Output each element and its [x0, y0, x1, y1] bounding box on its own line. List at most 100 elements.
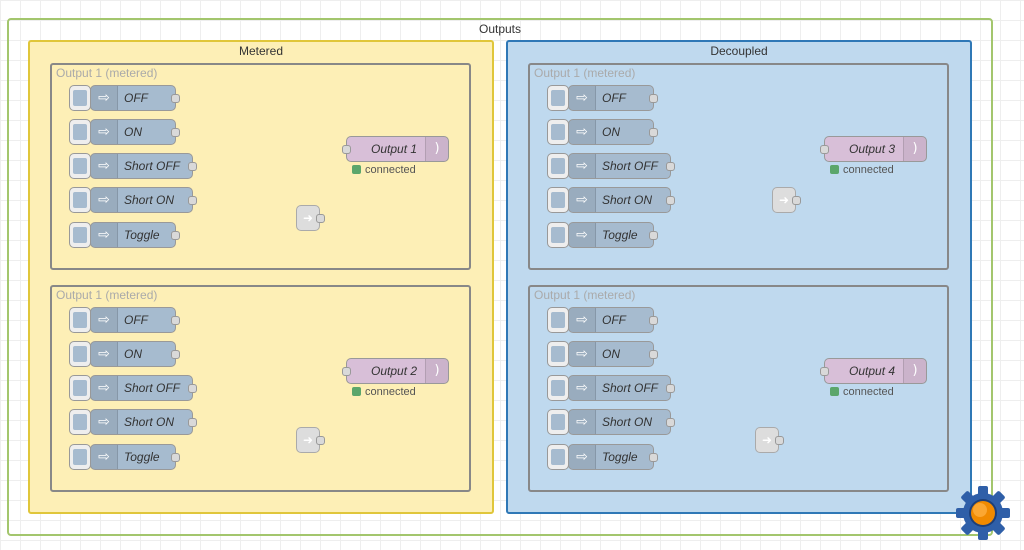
output-port[interactable]	[666, 196, 675, 205]
input-port[interactable]	[820, 367, 829, 376]
status-dot-icon	[830, 387, 839, 396]
output-port[interactable]	[649, 94, 658, 103]
inject-trigger-button[interactable]	[547, 375, 569, 401]
input-port[interactable]	[820, 145, 829, 154]
output-port[interactable]	[171, 350, 180, 359]
output-port[interactable]	[171, 231, 180, 240]
output-port[interactable]	[171, 94, 180, 103]
inject-node-label: Short OFF	[124, 381, 181, 395]
subgroup-label: Output 1 (metered)	[56, 288, 158, 302]
inject-node[interactable]: ⇨Short OFF	[568, 375, 675, 401]
output-port[interactable]	[171, 316, 180, 325]
inject-node-label: OFF	[602, 91, 626, 105]
inject-node-label: Short OFF	[124, 159, 181, 173]
output-port[interactable]	[171, 453, 180, 462]
inject-trigger-button[interactable]	[547, 409, 569, 435]
output-port[interactable]	[171, 128, 180, 137]
inject-node[interactable]: ⇨ON	[90, 341, 180, 367]
status-indicator: connected	[830, 386, 894, 398]
inject-node-label: OFF	[124, 313, 148, 327]
link-in-icon: ➜	[761, 433, 773, 447]
link-in-node[interactable]: ➜	[296, 427, 325, 453]
arrow-right-icon: ⇨	[569, 120, 596, 144]
output-port[interactable]	[649, 316, 658, 325]
inject-trigger-button[interactable]	[547, 85, 569, 111]
inject-node[interactable]: ⇨ON	[568, 119, 658, 145]
outer-group-outputs[interactable]: Outputs	[7, 18, 993, 536]
inject-trigger-button[interactable]	[69, 341, 91, 367]
inject-trigger-button[interactable]	[69, 307, 91, 333]
inject-trigger-button[interactable]	[69, 444, 91, 470]
inject-node[interactable]: ⇨Toggle	[568, 222, 658, 248]
inject-node[interactable]: ⇨Toggle	[90, 444, 180, 470]
output-port[interactable]	[649, 453, 658, 462]
inject-trigger-button[interactable]	[547, 444, 569, 470]
gear-logo-icon[interactable]	[956, 486, 1010, 540]
output-node[interactable]: Output 2)	[342, 358, 449, 384]
inject-node-label: Toggle	[124, 228, 160, 242]
subgroup-output[interactable]: Output 1 (metered)	[528, 63, 949, 270]
output-node[interactable]: Output 1)	[342, 136, 449, 162]
output-port[interactable]	[666, 418, 675, 427]
output-port[interactable]	[188, 162, 197, 171]
arrow-right-icon: ⇨	[91, 188, 118, 212]
link-in-node[interactable]: ➜	[296, 205, 325, 231]
input-port[interactable]	[342, 367, 351, 376]
output-node[interactable]: Output 3)	[820, 136, 927, 162]
inject-node[interactable]: ⇨ON	[90, 119, 180, 145]
input-port[interactable]	[342, 145, 351, 154]
output-port[interactable]	[188, 384, 197, 393]
inject-node[interactable]: ⇨Short OFF	[90, 375, 197, 401]
inject-trigger-button[interactable]	[547, 187, 569, 213]
output-port[interactable]	[792, 196, 801, 205]
inject-trigger-button[interactable]	[69, 187, 91, 213]
inject-node[interactable]: ⇨Short ON	[90, 409, 197, 435]
inject-trigger-button[interactable]	[69, 409, 91, 435]
output-port[interactable]	[649, 231, 658, 240]
output-node[interactable]: Output 4)	[820, 358, 927, 384]
subgroup-output[interactable]: Output 1 (metered)	[528, 285, 949, 492]
inject-trigger-button[interactable]	[69, 222, 91, 248]
output-port[interactable]	[775, 436, 784, 445]
inject-trigger-button[interactable]	[547, 119, 569, 145]
inject-trigger-button[interactable]	[69, 85, 91, 111]
arrow-right-icon: ⇨	[569, 308, 596, 332]
inject-node-label: OFF	[124, 91, 148, 105]
inject-node[interactable]: ⇨OFF	[90, 85, 180, 111]
inject-trigger-button[interactable]	[547, 153, 569, 179]
output-port[interactable]	[316, 436, 325, 445]
inject-node[interactable]: ⇨Toggle	[568, 444, 658, 470]
inject-node[interactable]: ⇨Toggle	[90, 222, 180, 248]
subgroup-output[interactable]: Output 1 (metered)	[50, 63, 471, 270]
inject-node-label: Toggle	[602, 228, 638, 242]
inject-node[interactable]: ⇨OFF	[90, 307, 180, 333]
inject-node[interactable]: ⇨ON	[568, 341, 658, 367]
output-port[interactable]	[666, 162, 675, 171]
inject-node[interactable]: ⇨Short ON	[568, 409, 675, 435]
inject-node[interactable]: ⇨OFF	[568, 85, 658, 111]
output-port[interactable]	[649, 128, 658, 137]
inject-trigger-button[interactable]	[547, 307, 569, 333]
output-port[interactable]	[649, 350, 658, 359]
status-dot-icon	[352, 387, 361, 396]
output-port[interactable]	[188, 196, 197, 205]
inject-node[interactable]: ⇨Short ON	[568, 187, 675, 213]
subgroup-output[interactable]: Output 1 (metered)	[50, 285, 471, 492]
inject-node[interactable]: ⇨Short OFF	[90, 153, 197, 179]
subgroup-label: Output 1 (metered)	[534, 66, 636, 80]
inject-node[interactable]: ⇨Short ON	[90, 187, 197, 213]
inject-node-label: Short ON	[602, 193, 653, 207]
inject-node[interactable]: ⇨OFF	[568, 307, 658, 333]
inject-trigger-button[interactable]	[69, 375, 91, 401]
inject-trigger-button[interactable]	[547, 222, 569, 248]
output-port[interactable]	[316, 214, 325, 223]
output-port[interactable]	[188, 418, 197, 427]
inject-trigger-button[interactable]	[547, 341, 569, 367]
link-in-node[interactable]: ➜	[772, 187, 801, 213]
link-in-icon: ➜	[302, 433, 314, 447]
link-in-node[interactable]: ➜	[755, 427, 784, 453]
output-port[interactable]	[666, 384, 675, 393]
inject-node[interactable]: ⇨Short OFF	[568, 153, 675, 179]
inject-trigger-button[interactable]	[69, 153, 91, 179]
inject-trigger-button[interactable]	[69, 119, 91, 145]
